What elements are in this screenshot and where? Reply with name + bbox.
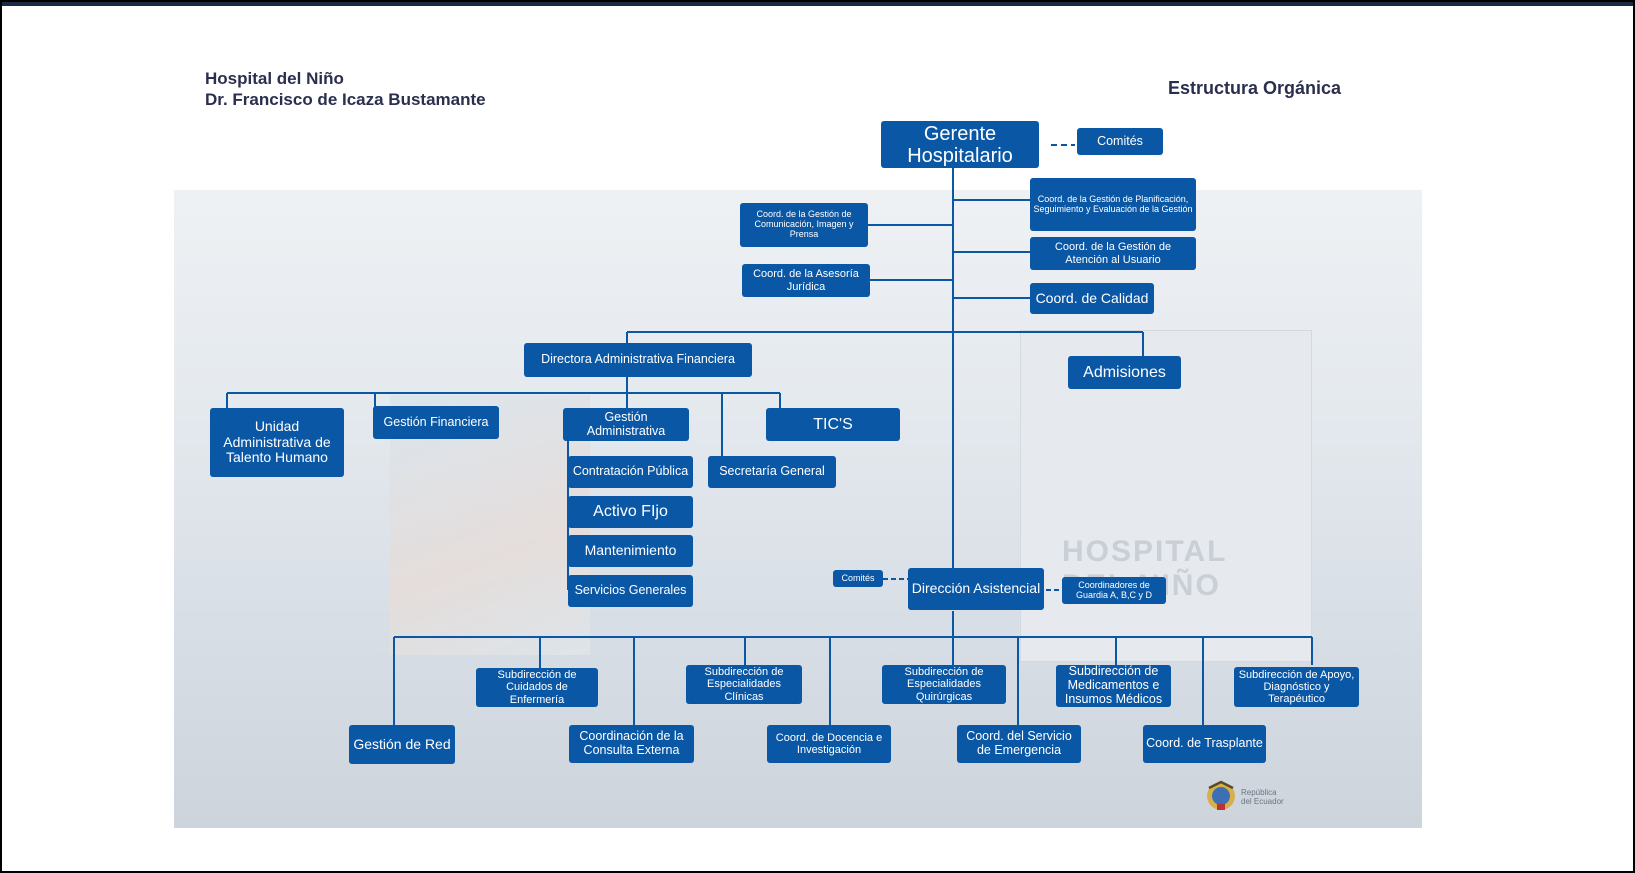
ecuador-emblem-icon xyxy=(1207,780,1235,810)
emblem-caption: República del Ecuador xyxy=(1241,788,1284,806)
node-sub-quirurgicas[interactable]: Subdirección de Especialidades Quirúrgic… xyxy=(882,665,1006,704)
top-bar xyxy=(0,0,1635,6)
title-line-2: Dr. Francisco de Icaza Bustamante xyxy=(205,90,486,109)
node-coord-calidad[interactable]: Coord. de Calidad xyxy=(1030,283,1154,314)
node-comites-top[interactable]: Comités xyxy=(1077,128,1163,155)
node-talento-humano[interactable]: Unidad Administrativa de Talento Humano xyxy=(210,408,344,477)
node-coord-atencion[interactable]: Coord. de la Gestión de Atención al Usua… xyxy=(1030,237,1196,270)
section-title: Estructura Orgánica xyxy=(1168,78,1342,98)
node-coord-planificacion[interactable]: Coord. de la Gestión de Planificación, S… xyxy=(1030,178,1196,231)
node-gerente[interactable]: Gerente Hospitalario xyxy=(881,121,1039,168)
node-coord-juridica[interactable]: Coord. de la Asesoría Jurídica xyxy=(742,264,870,297)
node-contratacion[interactable]: Contratación Pública xyxy=(568,456,693,488)
emblem-line-2: del Ecuador xyxy=(1241,797,1284,806)
node-coordinadores-guardia[interactable]: Coordinadores de Guardia A, B,C y D xyxy=(1062,577,1166,604)
node-secretaria[interactable]: Secretaría General xyxy=(708,456,836,488)
title-line-1: Hospital del Niño xyxy=(205,69,344,88)
node-directora[interactable]: Directora Administrativa Financiera xyxy=(524,343,752,377)
node-gestion-financiera[interactable]: Gestión Financiera xyxy=(373,406,499,439)
node-coord-comunicacion[interactable]: Coord. de la Gestión de Comunicación, Im… xyxy=(740,203,868,247)
page-title: Hospital del Niño Dr. Francisco de Icaza… xyxy=(205,68,486,110)
node-gestion-administrativa[interactable]: Gestión Administrativa xyxy=(563,408,689,441)
node-comites-asist[interactable]: Comités xyxy=(833,570,883,587)
node-direccion-asistencial[interactable]: Dirección Asistencial xyxy=(908,568,1044,610)
node-admisiones[interactable]: Admisiones xyxy=(1068,356,1181,389)
node-mantenimiento[interactable]: Mantenimiento xyxy=(568,535,693,567)
node-gestion-red[interactable]: Gestión de Red xyxy=(349,725,455,764)
node-sub-medicamentos[interactable]: Subdirección de Medicamentos e Insumos M… xyxy=(1056,665,1171,707)
node-sub-enfermeria[interactable]: Subdirección de Cuidados de Enfermería xyxy=(476,668,598,707)
node-consulta-externa[interactable]: Coordinación de la Consulta Externa xyxy=(569,725,694,763)
node-emergencia[interactable]: Coord. del Servicio de Emergencia xyxy=(957,725,1081,763)
node-servicios-generales[interactable]: Servicios Generales xyxy=(568,575,693,607)
emblem-line-1: República xyxy=(1241,788,1277,797)
node-activo-fijo[interactable]: Activo FIjo xyxy=(568,496,693,528)
node-sub-clinicas[interactable]: Subdirección de Especialidades Clínicas xyxy=(686,665,802,704)
node-sub-apoyo[interactable]: Subdirección de Apoyo, Diagnóstico y Ter… xyxy=(1234,667,1359,707)
node-docencia[interactable]: Coord. de Docencia e Investigación xyxy=(767,725,891,763)
node-tics[interactable]: TIC'S xyxy=(766,408,900,441)
node-trasplante[interactable]: Coord. de Trasplante xyxy=(1143,725,1266,763)
